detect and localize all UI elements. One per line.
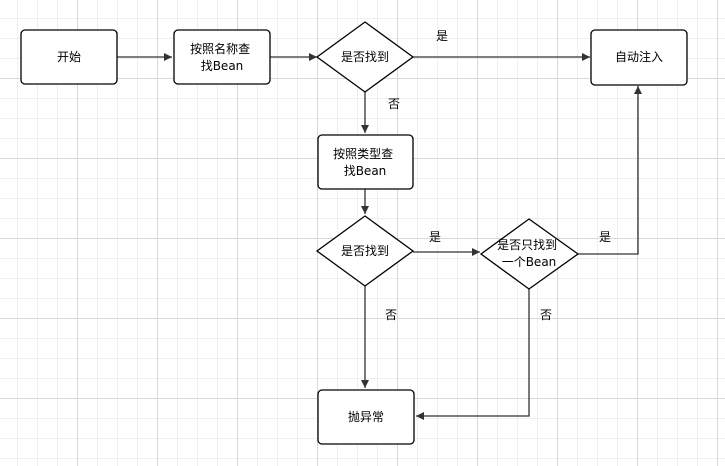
node-lookup-by-name: 按照名称查 找Bean xyxy=(173,29,271,85)
label-yes-only-one: 是 xyxy=(599,230,611,244)
node-throw-exception: 抛异常 xyxy=(317,389,415,445)
edges xyxy=(117,53,642,420)
node-auto-inject: 自动注入 xyxy=(590,29,688,86)
node-lookup-by-name-line1: 按照名称查 xyxy=(190,41,250,56)
label-yes-name: 是 xyxy=(436,29,448,43)
node-start: 开始 xyxy=(20,29,118,85)
node-lookup-by-name-line2: 找Bean xyxy=(201,59,244,73)
label-no-type: 否 xyxy=(385,308,397,322)
edge-only-one-yes xyxy=(578,86,642,255)
node-start-label: 开始 xyxy=(57,50,81,64)
node-lookup-by-type-line2: 找Bean xyxy=(344,164,387,178)
node-throw-exception-label: 抛异常 xyxy=(348,409,384,424)
svg-text:是否只找到 一个Bean: 是否只找到 一个Bean xyxy=(497,238,561,269)
label-no-name: 否 xyxy=(388,97,400,111)
node-lookup-by-type-line1: 按照类型查 xyxy=(333,147,393,161)
node-decision-found-by-name: 是否找到 xyxy=(315,21,415,93)
label-no-only-one: 否 xyxy=(540,308,552,322)
node-lookup-by-type: 按照类型查 找Bean xyxy=(317,134,414,190)
node-decision-found-by-type-label: 是否找到 xyxy=(341,244,389,258)
edge-only-one-no xyxy=(416,289,530,420)
node-decision-only-one-line1: 是否只找到 xyxy=(497,238,557,252)
node-decision-found-by-type: 是否找到 xyxy=(315,215,415,287)
node-auto-inject-label: 自动注入 xyxy=(615,49,663,64)
label-yes-type: 是 xyxy=(429,230,441,244)
svg-text:按照类型查 找Bean: 按照类型查 找Bean xyxy=(333,147,397,178)
edge-labels: 是 否 是 否 是 否 xyxy=(385,29,611,322)
node-decision-only-one: 是否只找到 一个Bean xyxy=(479,218,580,290)
node-decision-only-one-line2: 一个Bean xyxy=(502,255,557,269)
node-decision-found-by-name-label: 是否找到 xyxy=(341,50,389,64)
svg-text:按照名称查 找Bean: 按照名称查 找Bean xyxy=(190,41,254,73)
